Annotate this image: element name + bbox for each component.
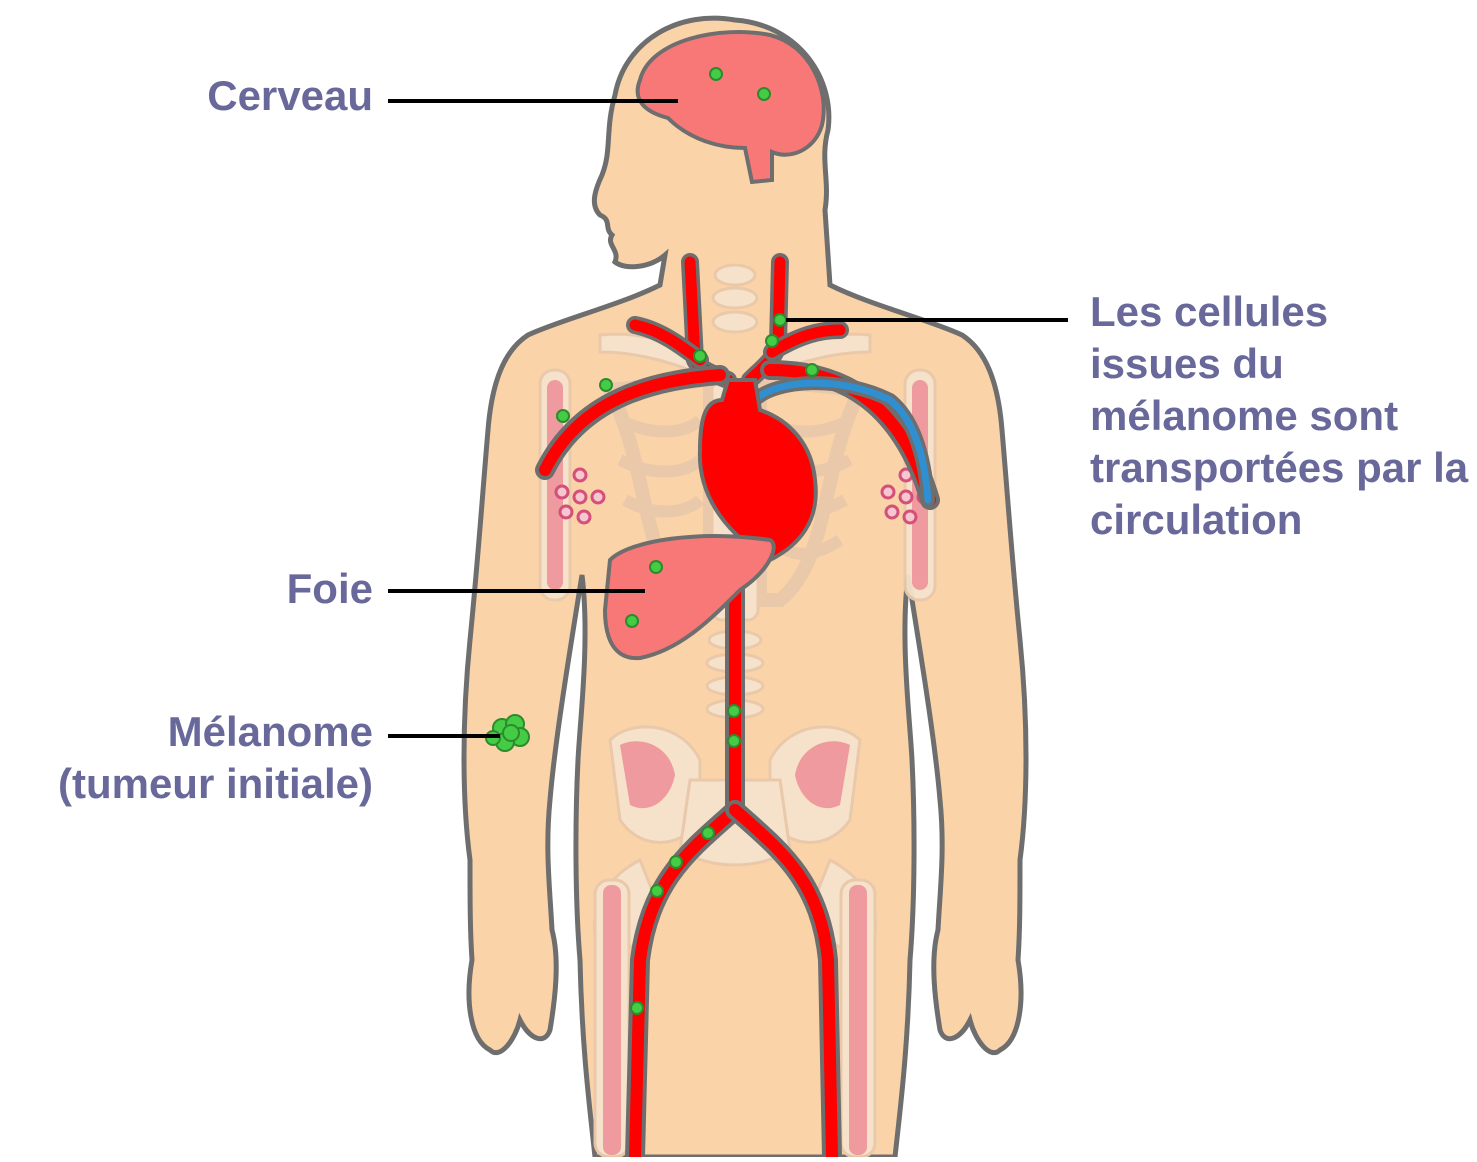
- label-melanoma-line2: (tumeur initiale): [58, 758, 373, 810]
- label-melanoma-line1: Mélanome: [58, 706, 373, 758]
- label-brain: Cerveau: [207, 70, 373, 122]
- label-liver: Foie: [287, 563, 373, 615]
- label-circulation: Les cellules issues du mélanome sont tra…: [1090, 286, 1470, 546]
- label-melanoma: Mélanome (tumeur initiale): [58, 706, 373, 810]
